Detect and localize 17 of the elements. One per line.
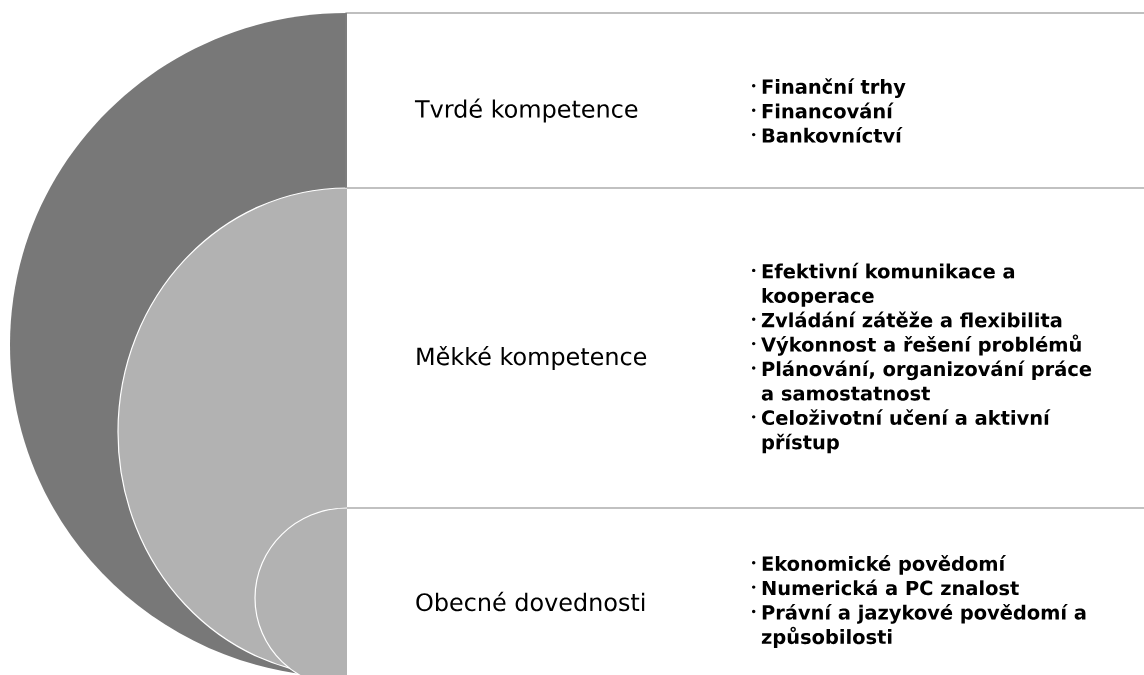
bullet-item: Finanční trhy [752, 78, 906, 98]
row-band [416, 555, 1086, 648]
row-band [417, 262, 1092, 454]
bullet-item: Bankovníctví [752, 127, 903, 143]
bullet-item: Výkonnost a řešení problémů [752, 334, 1081, 356]
bullet-item: Plánování, organizování práce a samostatnost [752, 360, 1092, 401]
row-heading: Obecné dovednosti [416, 591, 645, 612]
bullet-item: Numerická a PC znalost [752, 579, 1019, 596]
bullet-item: Financování [752, 102, 894, 119]
bullet-item: Právní a jazykové povědomí a způsobilosti [752, 603, 1086, 648]
row-heading: Měkké kompetence [417, 345, 647, 371]
bullet-item: Zvládání zátěže a flexibilita [752, 311, 1062, 328]
row-band [414, 78, 906, 143]
bullet-item: Celoživotní učení a aktivní přístup [752, 409, 1051, 454]
bullet-item: Ekonomické povědomí [752, 555, 1007, 575]
bullet-item: Efektivní komunikace a kooperace [752, 262, 1015, 307]
row-heading: Tvrdé kompetence [414, 98, 638, 123]
